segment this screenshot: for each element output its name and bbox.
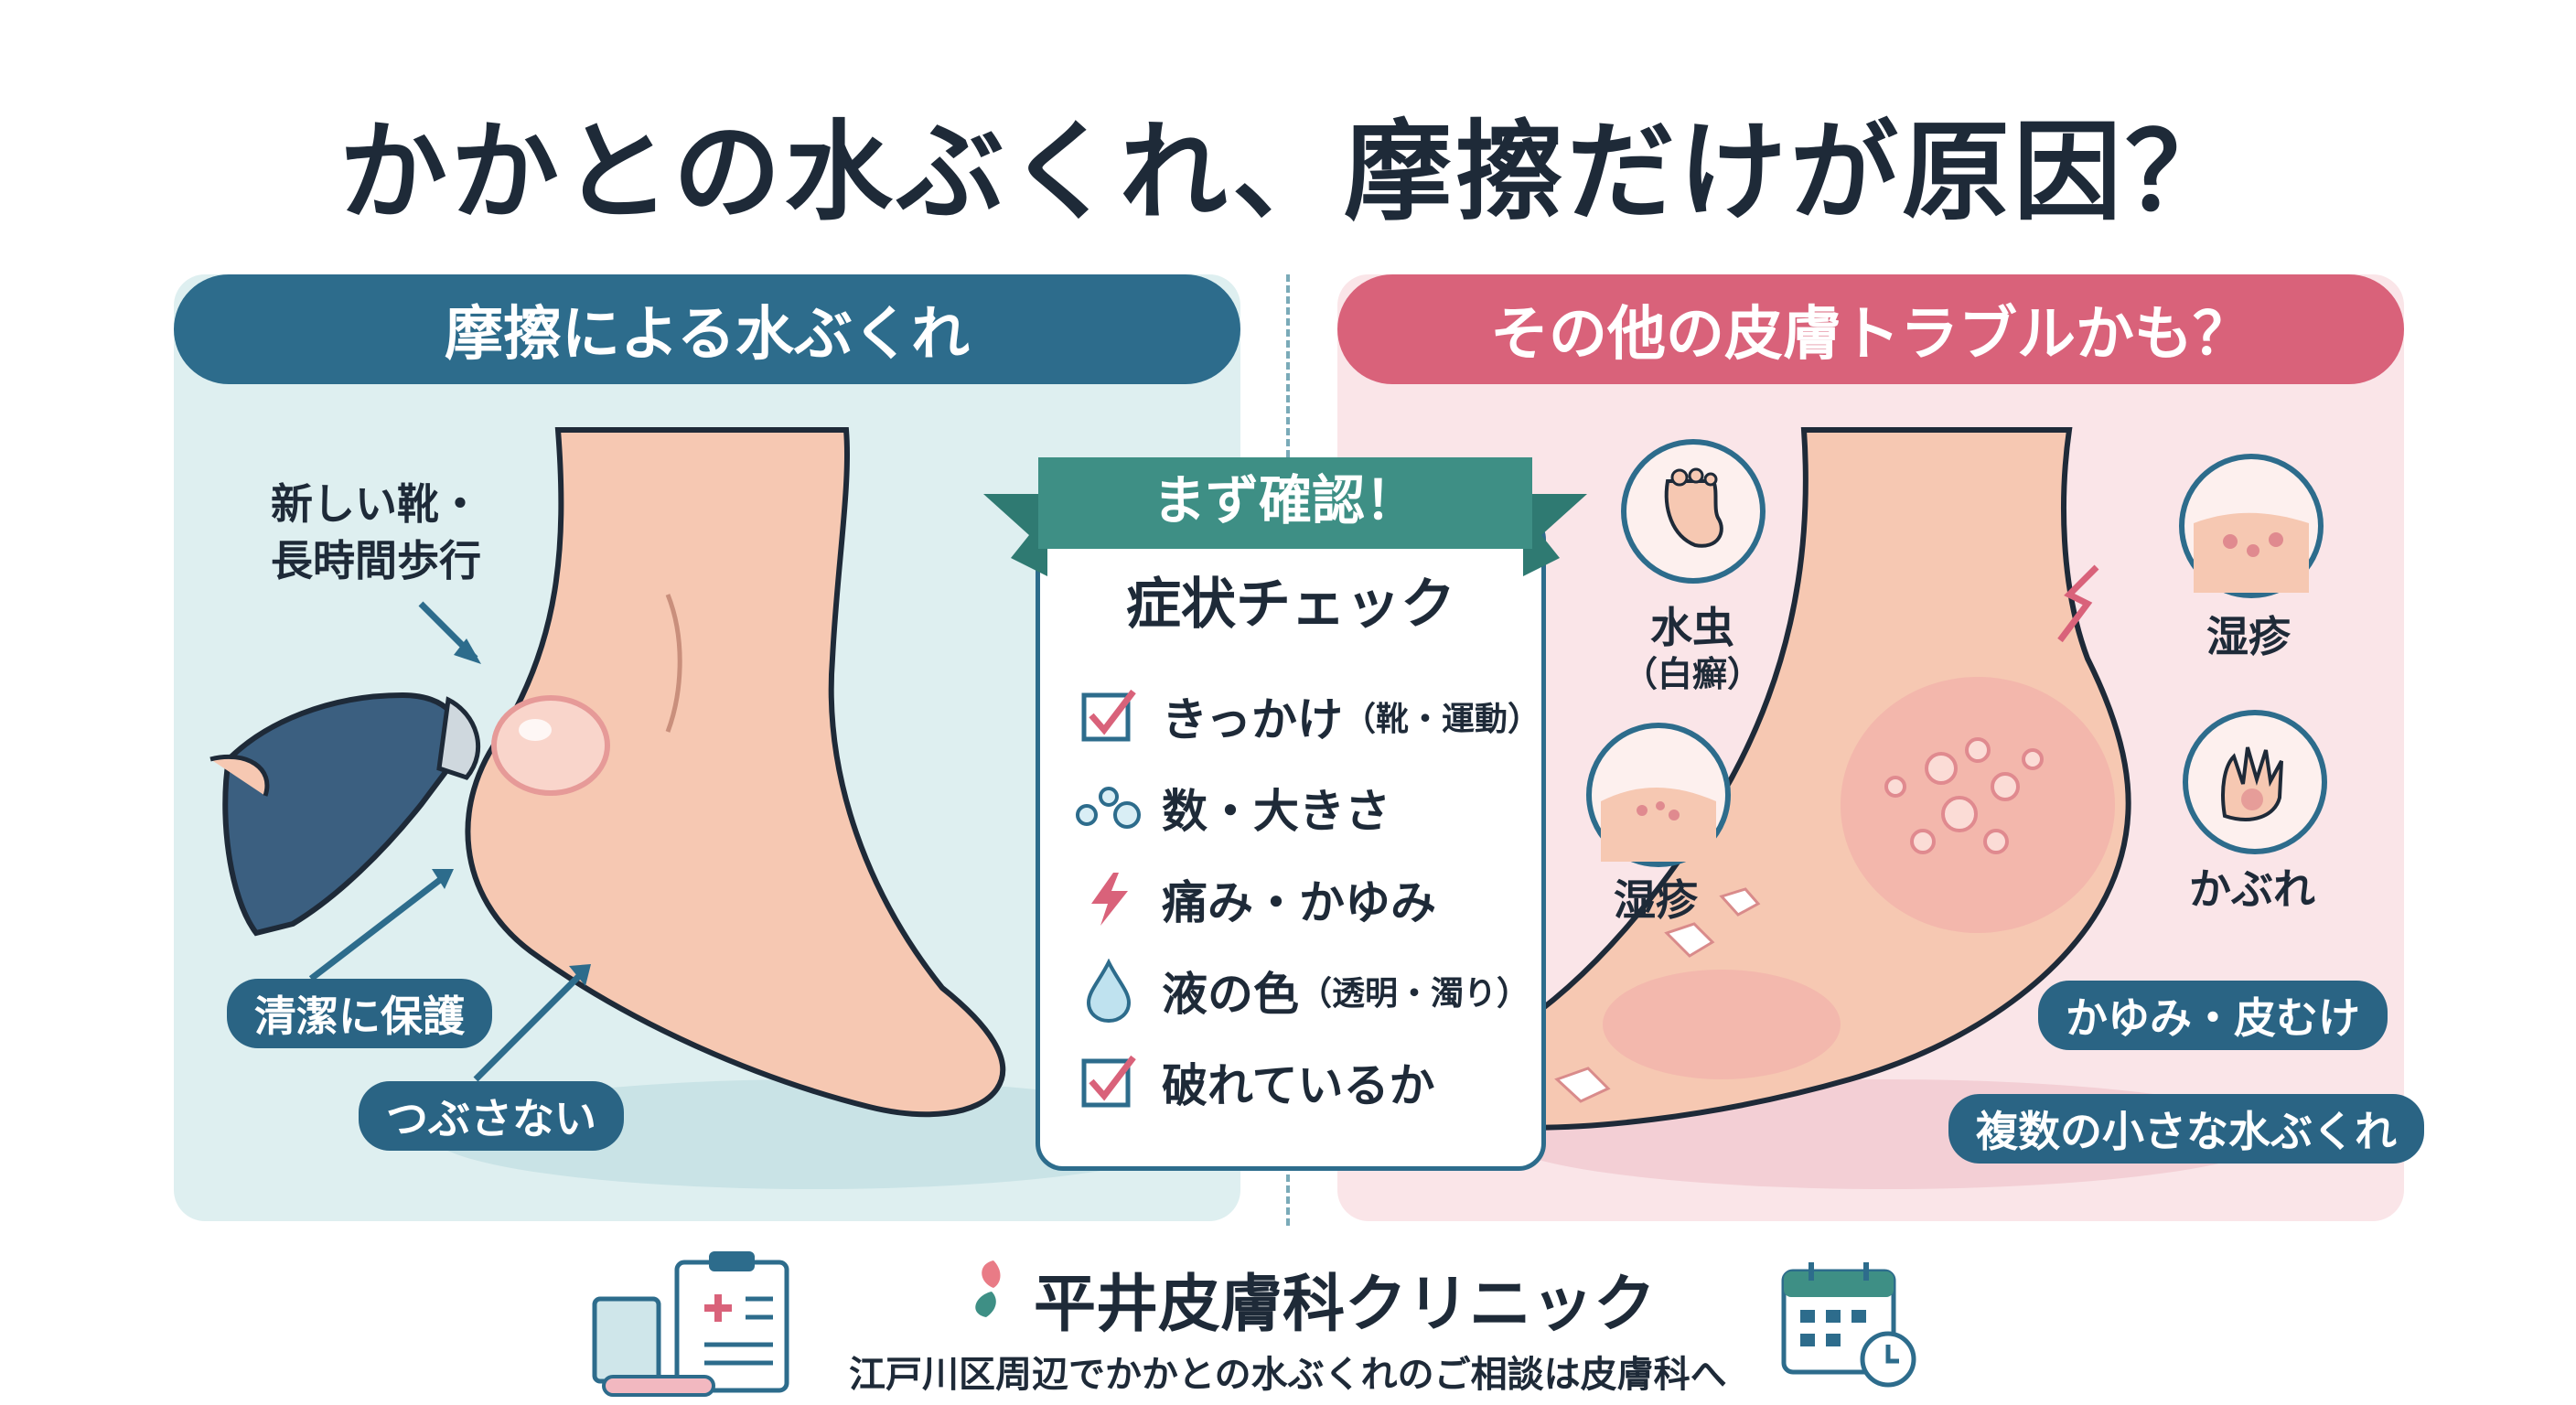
check-item-sub: （靴・運動）: [1343, 701, 1541, 738]
check-item: 痛み・かゆみ: [1070, 858, 1436, 940]
eczema-right-icon: [2179, 454, 2324, 598]
clinic-logo-icon: [975, 1260, 1001, 1317]
athletes-foot-sublabel: （白癬）: [1622, 654, 1762, 694]
contact-dermatitis-icon: [2183, 710, 2327, 854]
friction-cause-note: 新しい靴・ 長時間歩行: [252, 476, 499, 589]
friction-foot-illustration: [209, 427, 1198, 1189]
do-not-pop-pill: つぶさない: [359, 1081, 624, 1151]
checkbox-icon: [1070, 680, 1147, 753]
friction-header: 摩擦による水ぶくれ: [174, 274, 1240, 384]
eczema-left-icon: [1586, 723, 1731, 867]
athletes-foot-label: 水虫: [1650, 603, 1734, 652]
check-item-label: 痛み・かゆみ: [1162, 876, 1436, 929]
contact-dermatitis-label: かぶれ: [2189, 864, 2315, 914]
page-title: かかとの水ぶくれ、摩擦だけが原因？: [338, 109, 2237, 235]
check-item-label: 数・大きさ: [1162, 785, 1390, 838]
keep-clean-pill: 清潔に保護: [227, 979, 492, 1048]
check-item: 数・大きさ: [1070, 767, 1390, 849]
check-item-sub: （透明・濁り）: [1299, 975, 1530, 1013]
other-skin-header: その他の皮膚トラブルかも？: [1337, 274, 2404, 384]
check-item: 破れているか: [1070, 1041, 1435, 1123]
clinic-subtitle: 江戸川区周辺でかかとの水ぶくれのご相談は皮膚科へ: [849, 1354, 1727, 1396]
bubbles-icon: [1070, 771, 1147, 844]
medical-clipboard-icon: [592, 1251, 789, 1397]
eczema-left-label: 湿疹: [1614, 875, 1698, 925]
clinic-name: 平井皮膚科クリニック: [1034, 1269, 1657, 1341]
friction-cause-line2: 長時間歩行: [271, 536, 481, 585]
checkbox-icon: [1070, 1046, 1147, 1119]
ribbon-label: まず確認！: [1152, 469, 1418, 531]
check-item-label: 液の色: [1162, 968, 1299, 1021]
check-item: 液の色 （透明・濁り）: [1070, 949, 1530, 1032]
lightning-icon: [1070, 863, 1147, 936]
droplet-icon: [1070, 954, 1147, 1027]
eczema-right-label: 湿疹: [2206, 612, 2291, 661]
check-item: きっかけ （靴・運動）: [1070, 675, 1540, 757]
ribbon-banner: [983, 457, 1587, 576]
friction-cause-line1: 新しい靴・: [271, 479, 481, 529]
itch-peel-pill: かゆみ・皮むけ: [2038, 981, 2388, 1050]
check-item-label: 破れているか: [1162, 1059, 1435, 1112]
check-item-label: きっかけ: [1162, 693, 1343, 746]
multiple-blisters-pill: 複数の小さな水ぶくれ: [1948, 1094, 2424, 1164]
calendar-clock-icon: [1781, 1262, 1916, 1388]
symptom-check-title: 症状チェック: [1126, 573, 1455, 637]
athletes-foot-icon: [1621, 439, 1766, 584]
